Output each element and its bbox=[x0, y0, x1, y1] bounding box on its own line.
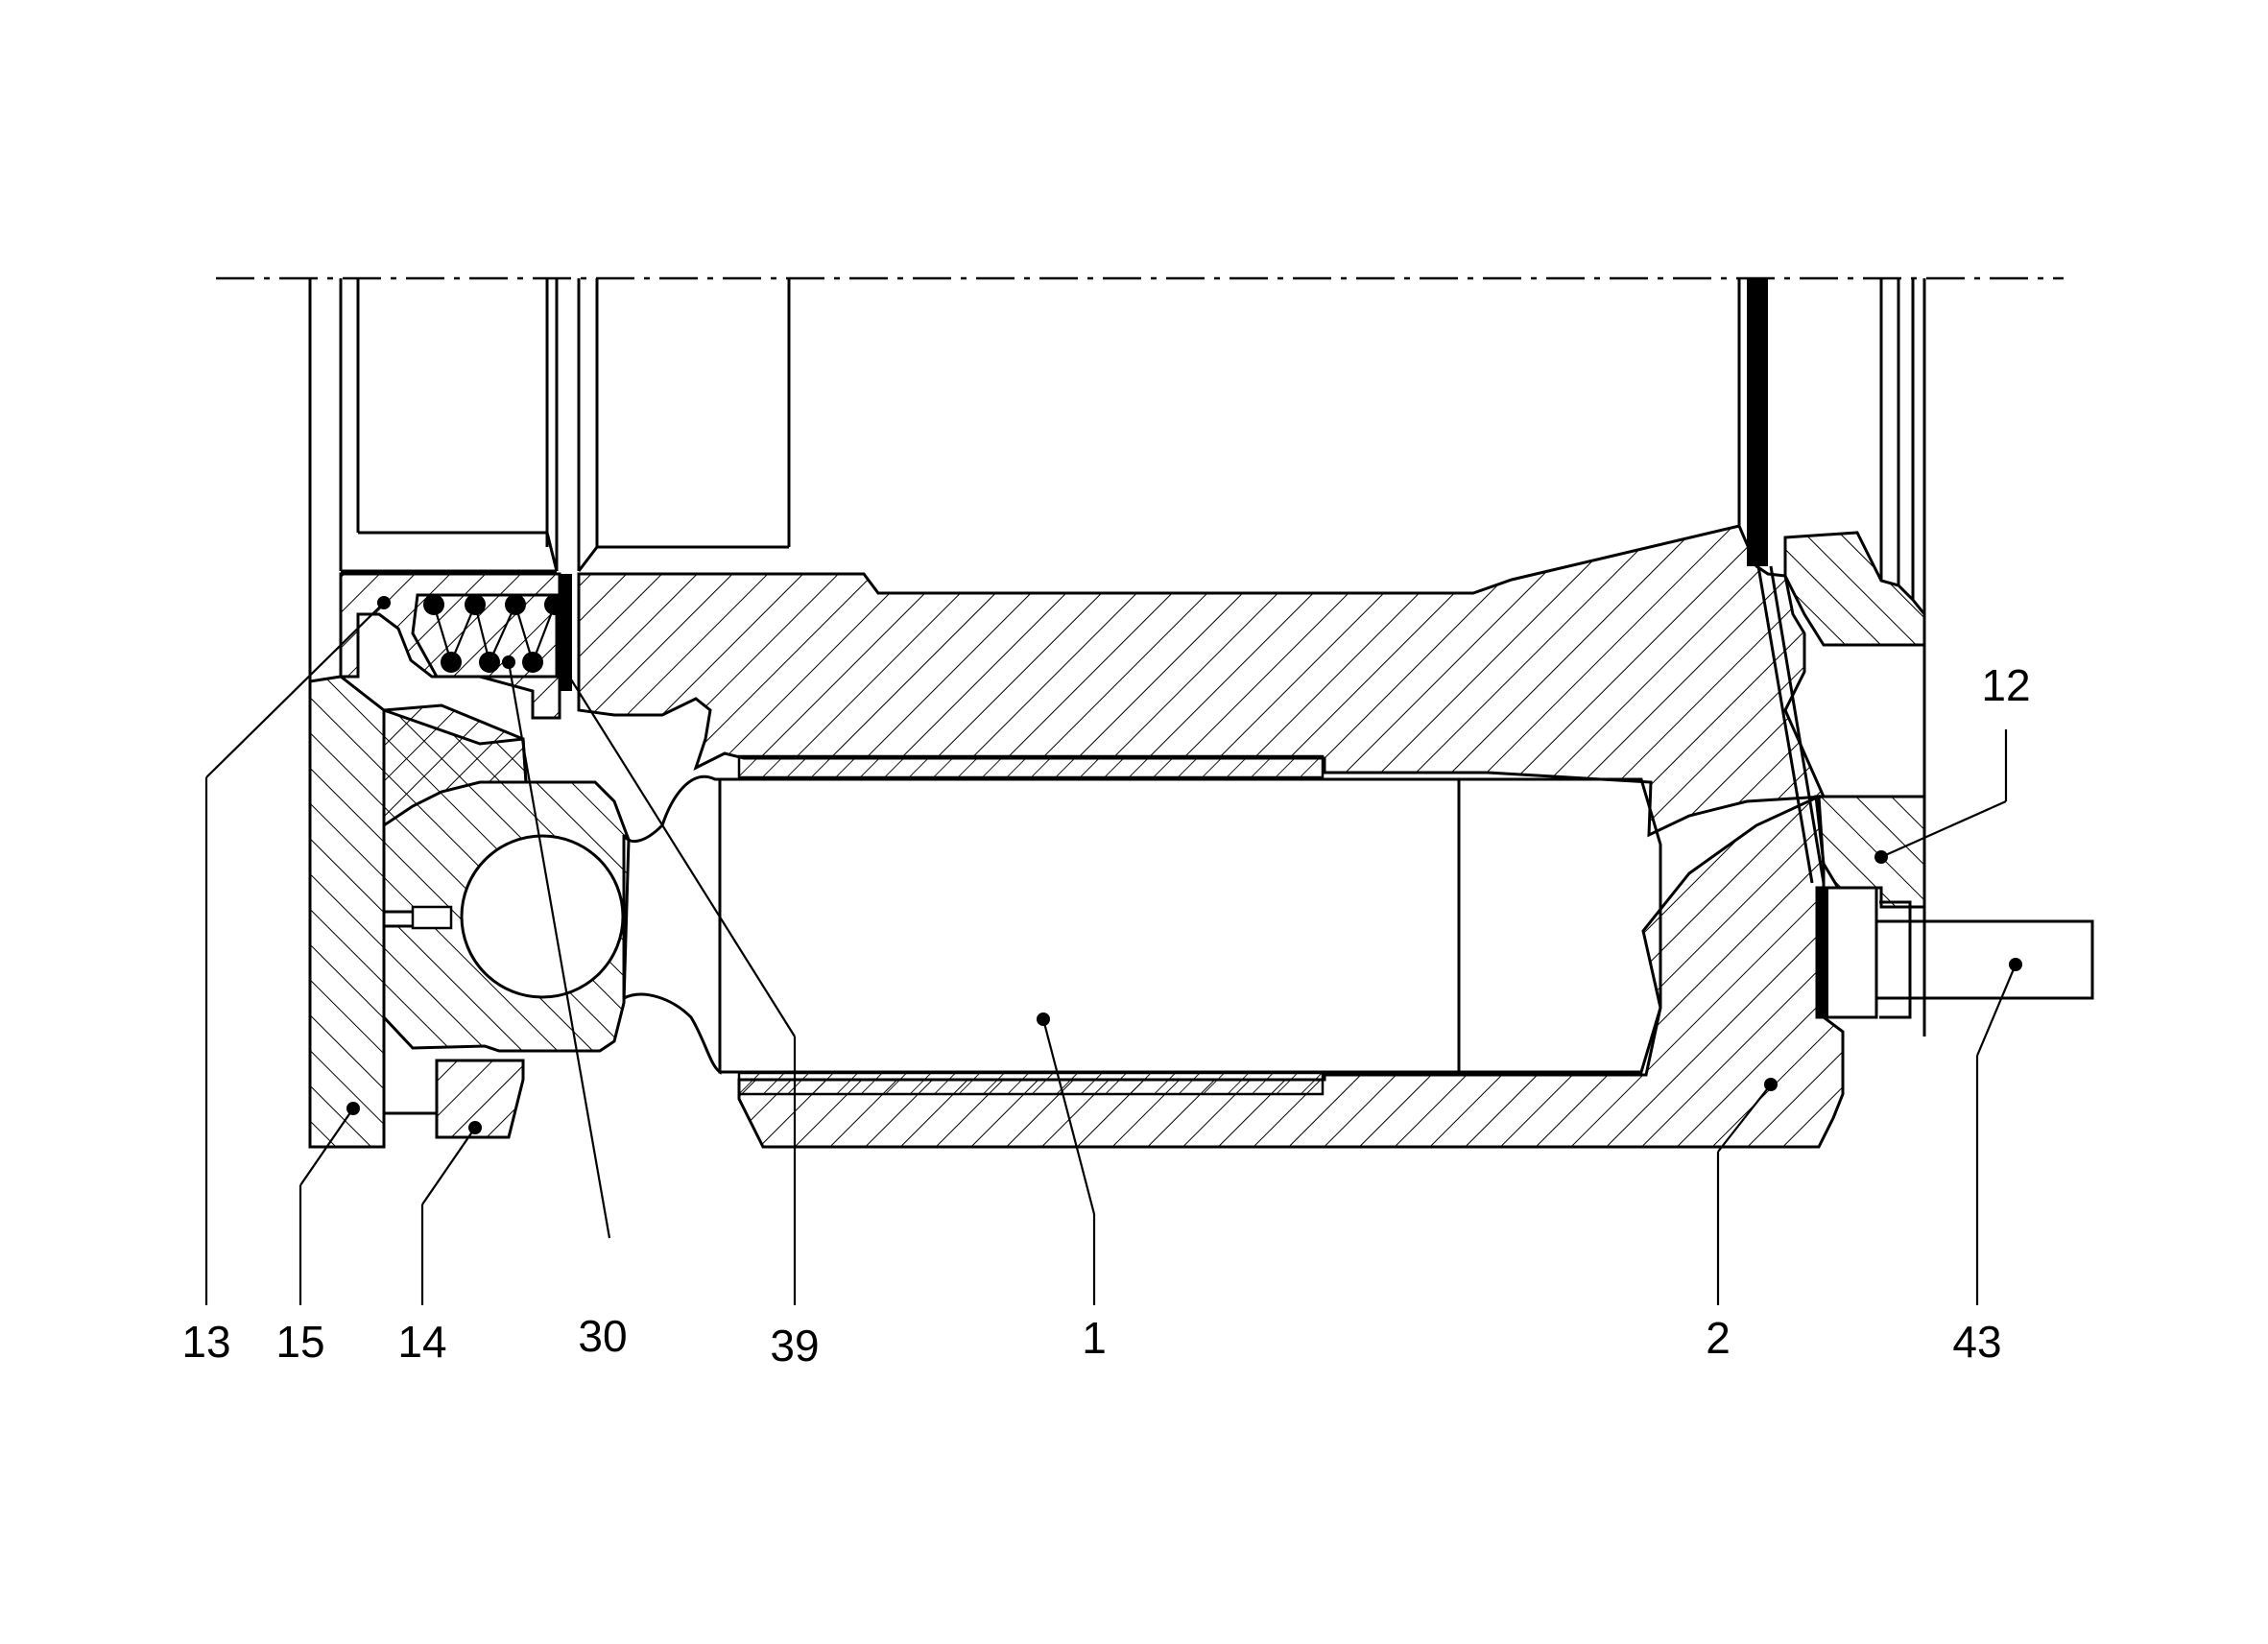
label-13: 13 bbox=[181, 1317, 230, 1367]
label-43: 43 bbox=[1952, 1317, 2001, 1367]
swash-plate bbox=[308, 675, 386, 1149]
label-1: 1 bbox=[1082, 1313, 1107, 1363]
valve-ring bbox=[1817, 888, 1828, 1017]
plug-pin bbox=[1874, 919, 2094, 1000]
seal-strip-right bbox=[1747, 278, 1768, 566]
label-15: 15 bbox=[275, 1317, 324, 1367]
cylinder-lower-wall bbox=[737, 794, 1845, 1149]
leader-lines bbox=[204, 602, 2017, 1305]
leader-dots bbox=[346, 596, 2022, 1134]
piston-neck bbox=[622, 775, 722, 1075]
swash-support bbox=[382, 703, 528, 828]
liner-strip-upper bbox=[737, 754, 1325, 779]
label-39: 39 bbox=[770, 1321, 819, 1370]
plug-collar bbox=[1879, 900, 1912, 1019]
port-block bbox=[1814, 795, 1926, 909]
cylinder-body bbox=[577, 524, 1826, 838]
housing-right bbox=[1783, 531, 1926, 647]
label-12: 12 bbox=[1981, 660, 2030, 710]
oil-passage bbox=[411, 905, 453, 930]
label-14: 14 bbox=[397, 1317, 446, 1367]
retainer-ring bbox=[435, 1059, 525, 1139]
retaining-plate bbox=[339, 572, 561, 720]
seal-strip-left bbox=[560, 574, 572, 691]
port-passage bbox=[1756, 565, 1826, 884]
piston bbox=[718, 777, 1662, 1074]
spring-windings bbox=[432, 604, 557, 663]
label-30: 30 bbox=[578, 1311, 627, 1361]
ball-joint bbox=[460, 834, 625, 999]
liner-strip-lower bbox=[737, 1071, 1325, 1096]
shaft-lines-left bbox=[308, 278, 791, 681]
spring-pocket bbox=[411, 593, 559, 679]
label-2: 2 bbox=[1706, 1313, 1731, 1363]
